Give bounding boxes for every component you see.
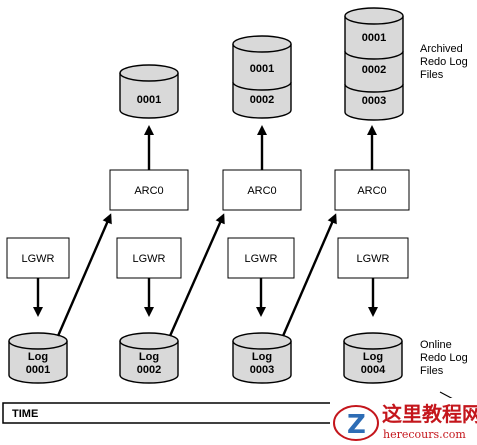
- online-log-2-number: 0002: [137, 364, 161, 376]
- online-log-4: Log 0004: [343, 332, 403, 384]
- online-label-line-3: Files: [420, 365, 444, 377]
- archived-3-file-2: 0002: [362, 64, 386, 76]
- online-log-1-label: Log: [28, 351, 48, 363]
- archived-3-file-1: 0001: [362, 32, 386, 44]
- online-log-1: Log 0001: [8, 332, 68, 384]
- archived-stack-3: 0001 0002 0003: [344, 7, 404, 121]
- archived-2-file-1: 0001: [250, 63, 274, 75]
- lgwr-label-1: LGWR: [22, 253, 55, 265]
- online-log-2-label: Log: [139, 351, 159, 363]
- log-to-arc-arrow-3: [281, 213, 337, 337]
- online-log-3-number: 0003: [250, 364, 274, 376]
- watermark-logo-letter: Z: [347, 410, 366, 440]
- log-to-arc-arrow-2: [168, 213, 225, 337]
- log-to-arc-arrow-1: [56, 213, 112, 337]
- watermark-sub: herecours.com: [383, 428, 466, 441]
- column-3: LGWR Log 0003 ARC0 0001 0002 0003: [227, 7, 410, 384]
- column-2: LGWR Log 0002 ARC0 0001 0002: [116, 35, 302, 384]
- online-log-3-label: Log: [252, 351, 272, 363]
- lgwr-box-2: [116, 237, 182, 279]
- online-log-1-number: 0001: [26, 364, 50, 376]
- archived-1-file-1: 0001: [137, 94, 161, 106]
- online-log-3: Log 0003: [232, 332, 292, 384]
- column-4: LGWR Log 0004: [337, 237, 409, 384]
- online-log-4-label: Log: [363, 351, 383, 363]
- arc-label-1: ARC0: [134, 185, 163, 197]
- lgwr-label-4: LGWR: [357, 253, 390, 265]
- archived-2-file-2: 0002: [250, 94, 274, 106]
- archived-stack-2: 0001 0002: [232, 35, 292, 119]
- arc-label-3: ARC0: [357, 185, 386, 197]
- lgwr-label-3: LGWR: [245, 253, 278, 265]
- archived-label-line-1: Archived: [420, 43, 463, 55]
- online-label-line-1: Online: [420, 339, 452, 351]
- lgwr-box-4: [337, 237, 409, 279]
- watermark: Z 这里教程网 herecours.com: [330, 398, 477, 445]
- archived-files-label: Archived Redo Log Files: [420, 43, 468, 81]
- lgwr-box-3: [227, 237, 295, 279]
- online-log-4-number: 0004: [361, 364, 386, 376]
- archived-3-file-3: 0003: [362, 95, 386, 107]
- lgwr-label-2: LGWR: [133, 253, 166, 265]
- archived-label-line-2: Redo Log: [420, 56, 468, 68]
- online-log-2: Log 0002: [119, 332, 179, 384]
- arc-box-1: [109, 169, 189, 211]
- archived-stack-1: 0001: [119, 64, 179, 119]
- archived-label-line-3: Files: [420, 69, 444, 81]
- time-label: TIME: [12, 408, 38, 420]
- watermark-main: 这里教程网: [382, 402, 477, 426]
- arc-label-2: ARC0: [247, 185, 276, 197]
- watermark-logo-icon: [333, 405, 379, 441]
- arc-box-3: [334, 169, 410, 211]
- lgwr-box-1: [6, 237, 70, 279]
- column-1: LGWR Log 0001 ARC0 0001: [6, 64, 189, 384]
- online-label-line-2: Redo Log: [420, 352, 468, 364]
- online-files-label: Online Redo Log Files: [420, 339, 468, 377]
